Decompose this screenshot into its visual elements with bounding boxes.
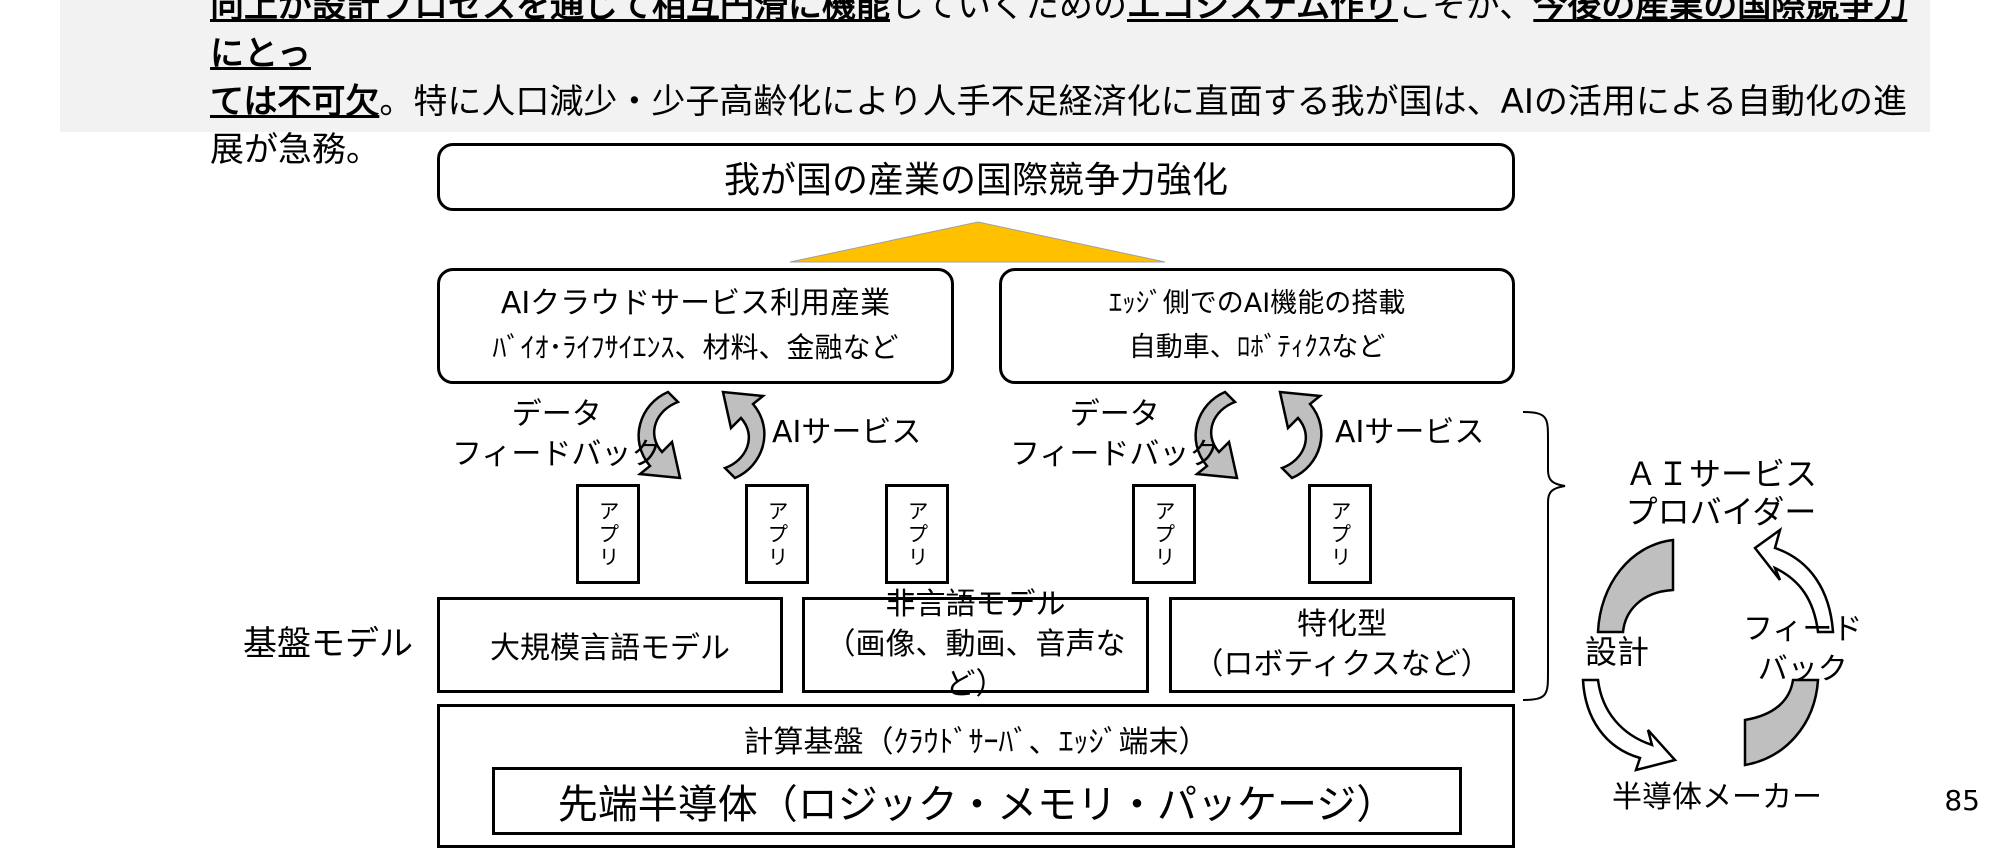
- llm-box: 大規模言語モデル: [437, 597, 783, 693]
- foundation-model-label: 基盤モデル: [243, 624, 413, 664]
- compute-base-title: 計算基盤（ｸﾗｳﾄﾞｻｰﾊﾞ、ｴｯｼﾞ端末）: [743, 725, 1209, 760]
- goal-label: 我が国の産業の国際競争力強化: [723, 160, 1228, 201]
- page-number: 85: [1944, 784, 1980, 817]
- non-language-model-label: 非言語モデル: [885, 587, 1066, 622]
- feedback-arrow-top: [1753, 526, 1835, 634]
- ai-service-arrow-left: [721, 390, 766, 480]
- edge-industry-title: ｴｯｼﾞ側でのAI機能の搭載: [1108, 288, 1406, 319]
- non-language-model-box: 非言語モデル （画像、動画、音声など）: [802, 587, 1149, 702]
- specialized-model-box: 特化型 （ロボティクスなど）: [1169, 597, 1515, 693]
- summary-line-1: 向上が設計プロセスを通じて相互円滑に機能していくためのエコシステム作りこそが、今…: [210, 0, 1930, 78]
- app-box: アプリ: [1308, 484, 1372, 584]
- design-label: 設計: [1585, 633, 1650, 671]
- summary-line-3: 展が急務。: [210, 130, 380, 170]
- app-box: アプリ: [885, 484, 949, 584]
- ai-service-provider-label: ＡＩサービス プロバイダー: [1625, 455, 1818, 531]
- summary-line-2: ては不可欠。特に人口減少・少子高齢化により人手不足経済化に直面する我が国は、AI…: [210, 78, 1930, 126]
- ai-service-label-right: AIサービス: [1335, 415, 1485, 450]
- summary-text-part: 。特に人口減少・少子高齢化により人手不足経済化に直面する我が国は、AIの活用によ…: [379, 82, 1907, 122]
- app-box: アプリ: [1132, 484, 1196, 584]
- feedback-label: フィード バック: [1743, 612, 1863, 687]
- ai-service-arrow-right: [1278, 390, 1323, 480]
- edge-industry-box: ｴｯｼﾞ側でのAI機能の搭載 自動車、ﾛﾎﾞﾃｨｸｽなど: [999, 268, 1515, 384]
- compute-base-box: 計算基盤（ｸﾗｳﾄﾞｻｰﾊﾞ、ｴｯｼﾞ端末） 先端半導体（ロジック・メモリ・パッ…: [437, 704, 1515, 848]
- emphasis-text: 今後の産業の国際競争力にとっ: [210, 0, 1908, 74]
- specialized-model-examples: （ロボティクスなど）: [1193, 647, 1491, 682]
- summary-banner: 向上が設計プロセスを通じて相互円滑に機能していくためのエコシステム作りこそが、今…: [60, 0, 1930, 170]
- emphasis-text: エコシステム作り: [1126, 0, 1398, 26]
- llm-label: 大規模言語モデル: [490, 631, 730, 666]
- edge-industry-examples: 自動車、ﾛﾎﾞﾃｨｸｽなど: [1128, 332, 1386, 363]
- cloud-industry-title: AIクラウドサービス利用産業: [500, 286, 891, 321]
- app-box: アプリ: [576, 484, 640, 584]
- summary-text-part: していくための: [890, 0, 1127, 26]
- cloud-industry-examples: ﾊﾞｲｵ･ﾗｲﾌｻｲｴﾝｽ、材料、金融など: [492, 331, 899, 364]
- data-feedback-label-right: データ フィードバック: [1010, 397, 1220, 472]
- specialized-model-label: 特化型: [1297, 607, 1387, 642]
- app-box: アプリ: [745, 484, 809, 584]
- non-language-model-examples: （画像、動画、音声など）: [825, 627, 1126, 702]
- emphasis-text: ては不可欠: [210, 82, 380, 122]
- design-arrow-bottom: [1581, 678, 1678, 772]
- summary-text-part: こそが、: [1397, 0, 1534, 26]
- design-arrow-top: [1596, 538, 1675, 634]
- data-feedback-label-left: データ フィードバック: [452, 397, 662, 472]
- feedback-arrow-bottom: [1743, 678, 1820, 767]
- ai-service-label-left: AIサービス: [772, 415, 922, 450]
- semiconductor-maker-label: 半導体メーカー: [1612, 780, 1822, 815]
- advanced-semiconductor-box: 先端半導体（ロジック・メモリ・パッケージ）: [492, 767, 1462, 835]
- emphasis-text: 向上が設計プロセスを通じて相互円滑に機能: [210, 0, 890, 26]
- advanced-semiconductor-label: 先端半導体（ロジック・メモリ・パッケージ）: [557, 782, 1397, 828]
- cloud-industry-box: AIクラウドサービス利用産業 ﾊﾞｲｵ･ﾗｲﾌｻｲｴﾝｽ、材料、金融など: [437, 268, 954, 384]
- summary-text: 向上が設計プロセスを通じて相互円滑に機能していくためのエコシステム作りこそが、今…: [210, 0, 1930, 174]
- goal-box: 我が国の産業の国際競争力強化: [437, 143, 1515, 211]
